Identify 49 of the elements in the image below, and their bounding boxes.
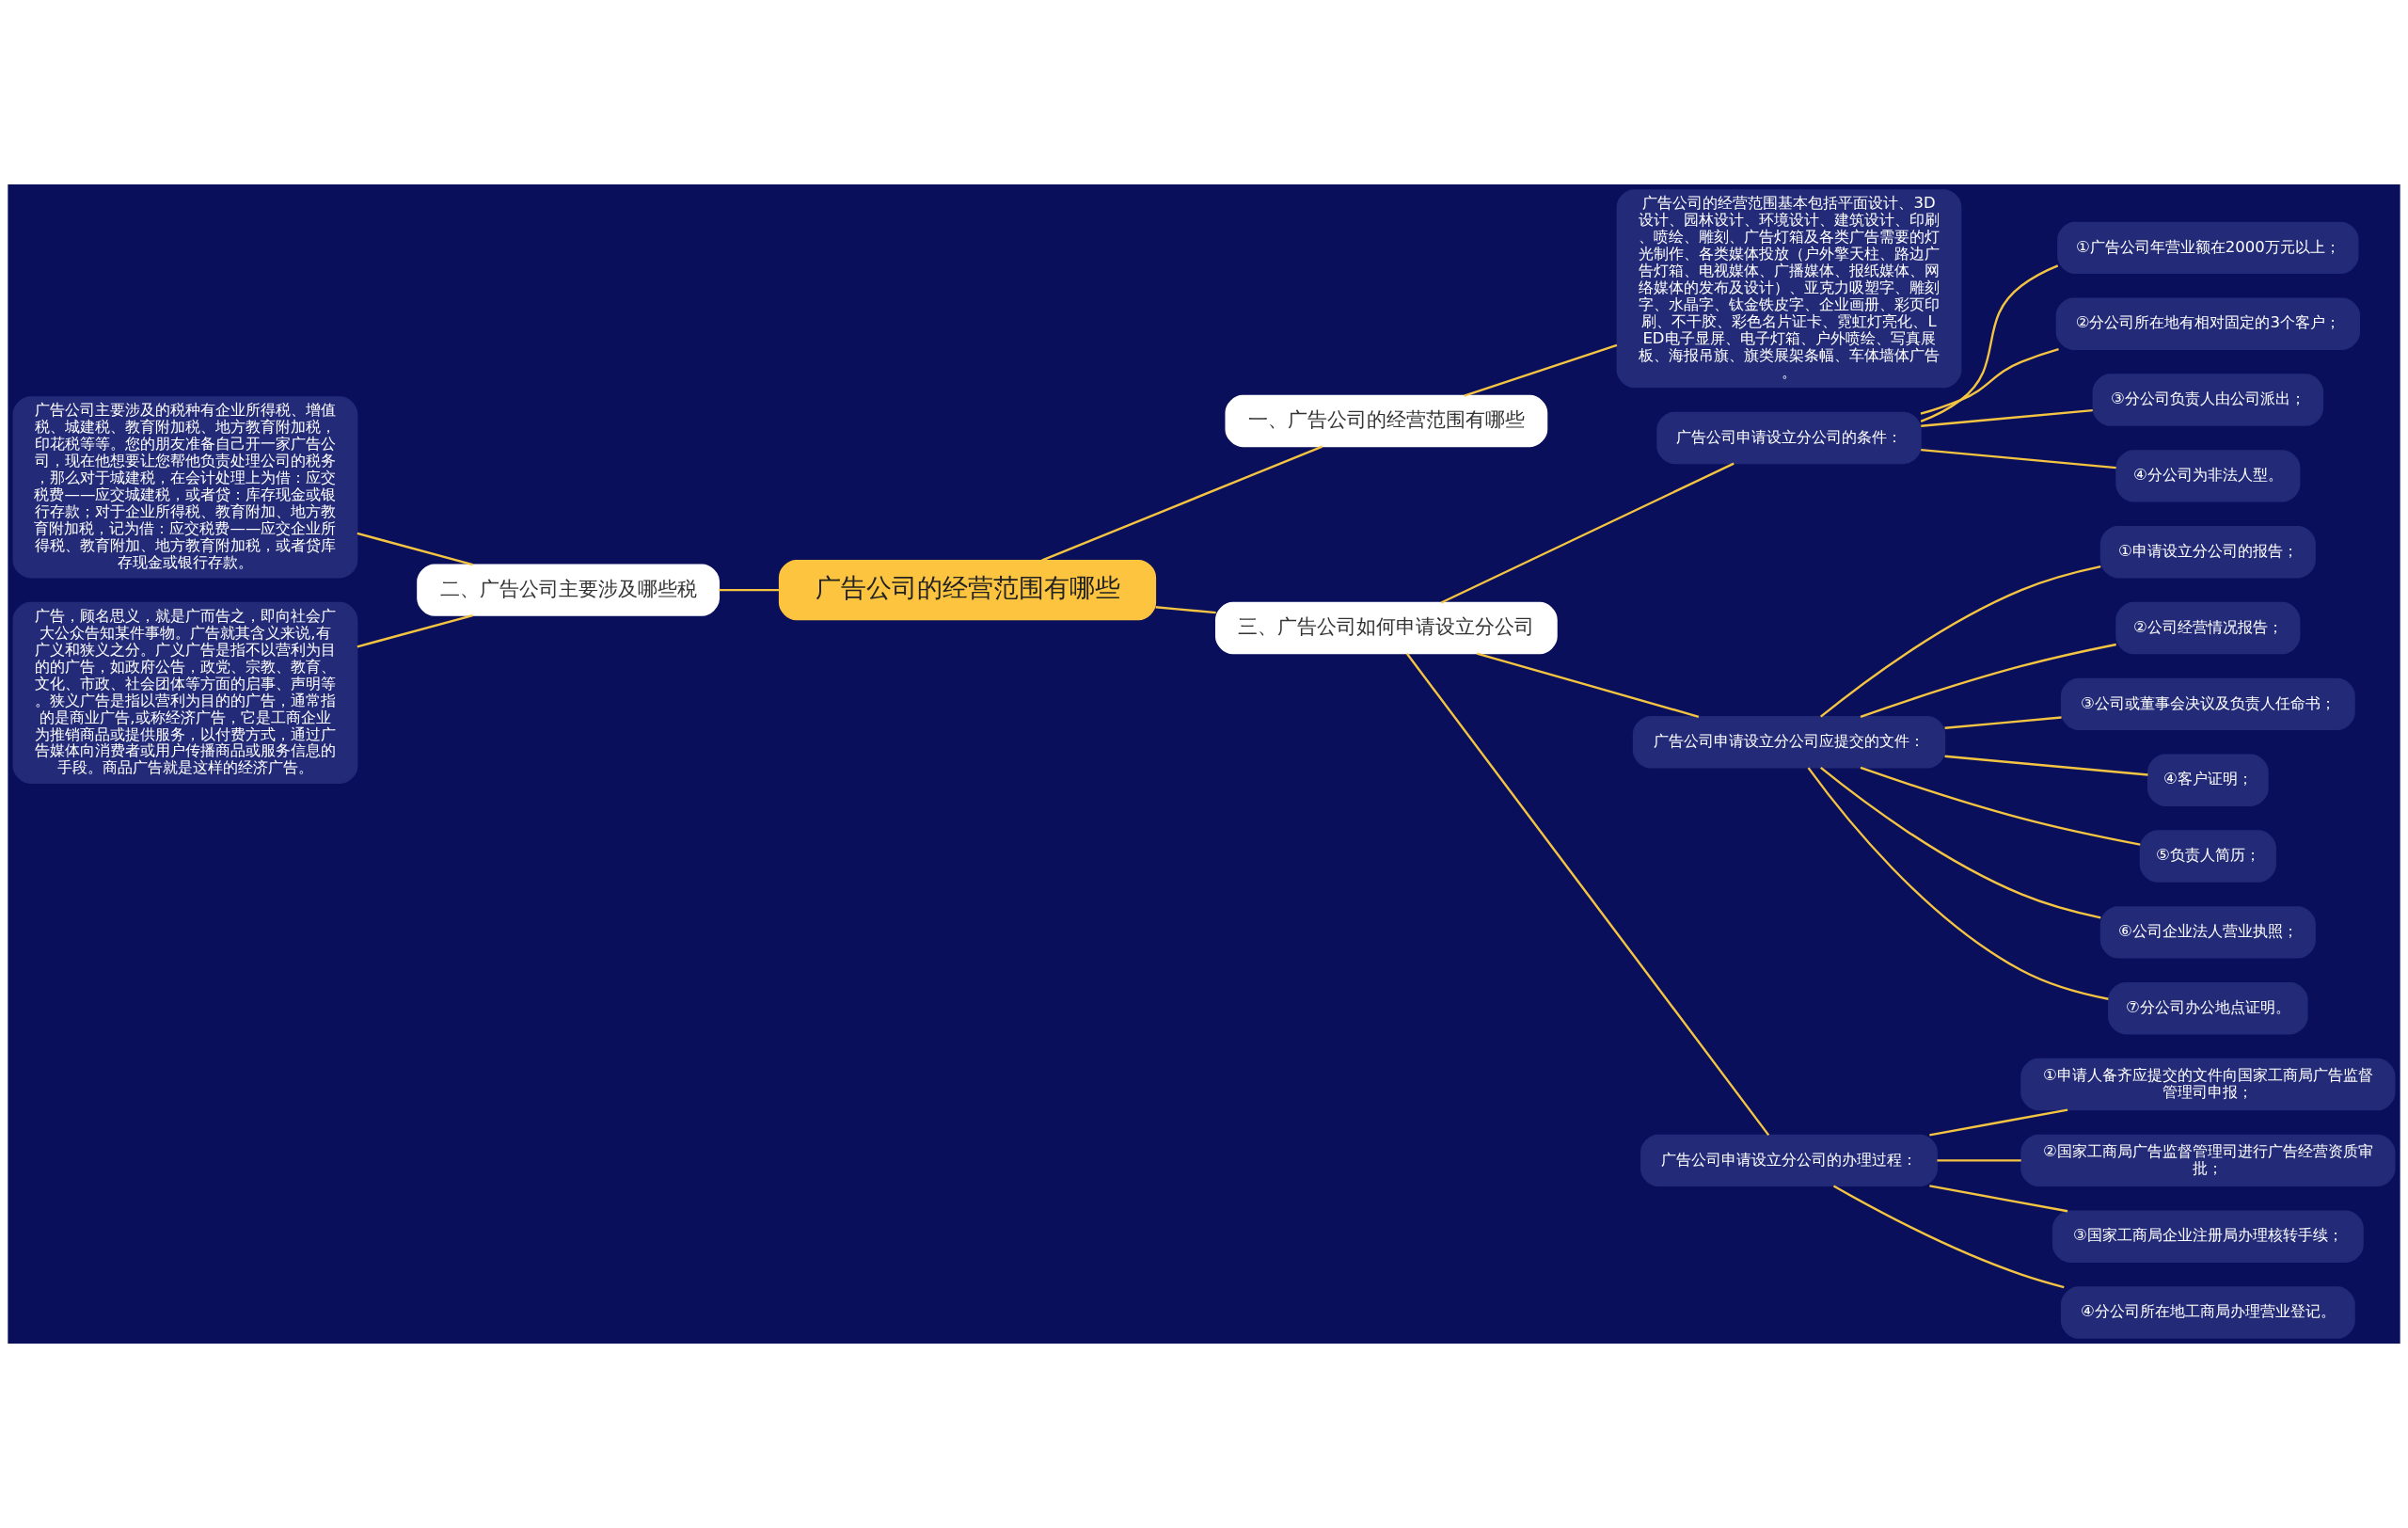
node-box: ⑤负责人简历； xyxy=(2139,830,2276,883)
node-box: ④分公司为非法人型。 xyxy=(2115,450,2301,502)
node-box: ④分公司所在地工商局办理营业登记。 xyxy=(2060,1286,2355,1339)
node-box: ②国家工商局广告监督管理司进行广告经营资质审批； xyxy=(2020,1134,2396,1187)
connector xyxy=(1929,1108,2068,1137)
connector xyxy=(1944,755,2148,776)
node-box: ⑥公司企业法人营业执照； xyxy=(2099,906,2316,959)
connector xyxy=(1920,348,2059,415)
node-box: 广告，顾名思义，就是广而告之，即向社会广大公众告知某件事物。广告就其含义来说,有广义和狭义之分。广义广告是指不以营利为目的的广告，如政府公告，政党、宗教、教育、文化、市政、社会团体等方面的启事、声明等。狭义广告是指以营利为目的的广告，通常指的是商业广告,或称经济广告，它是工商企业为推销商品或提供服务，以付费方式，通过广告媒体向消费者或用户传播商品或服务信息的手段。商品广告就是这样的经济广告。 xyxy=(12,601,358,784)
node-box: 广告公司主要涉及的税种有企业所得税、增值税、城建税、教育附加税、地方教育附加税，印花税等等。您的朋友准备自己开一家广告公司，现在他想要让您帮他负责处理公司的税务，那么对于城建税，在会计处理上为借：应交税费——应交城建税，或者贷：库存现金或银行存款；对于企业所得税、教育附加、地方教育附加税，记为借：应交税费——应交企业所得税、教育附加、地方教育附加税，或者贷库存现金或银行存款。 xyxy=(12,396,358,579)
node-box: 三、广告公司如何申请设立分公司 xyxy=(1214,601,1558,655)
node-box: 广告公司申请设立分公司的条件： xyxy=(1656,411,1922,465)
connector xyxy=(1944,716,2062,729)
connector xyxy=(1041,445,1323,562)
node-box: ③国家工商局企业注册局办理核转手续； xyxy=(2052,1210,2364,1263)
node-box: 二、广告公司主要涉及哪些税 xyxy=(417,564,721,616)
connector xyxy=(1155,606,1216,614)
node-box: 广告公司申请设立分公司的办理过程： xyxy=(1640,1134,1938,1187)
connector xyxy=(719,588,780,592)
connector xyxy=(1929,1185,2068,1213)
node-box: ①申请设立分公司的报告； xyxy=(2099,526,2316,579)
node-box: ①广告公司年营业额在2000万元以上； xyxy=(2057,221,2359,275)
connector xyxy=(1921,408,2093,427)
node-box: ④客户证明； xyxy=(2147,754,2269,806)
node-box: ②分公司所在地有相对固定的3个客户； xyxy=(2055,297,2360,350)
connector xyxy=(1405,653,1770,1137)
connector xyxy=(1476,652,1700,718)
connector xyxy=(1921,448,2116,470)
node-box: 广告公司的经营范围有哪些 xyxy=(778,559,1157,621)
node-box: ①申请人备齐应提交的文件向国家工商局广告监督管理司申报； xyxy=(2020,1058,2396,1111)
node-box: 广告公司申请设立分公司应提交的文件： xyxy=(1632,716,1946,769)
connector xyxy=(1820,767,2101,919)
connector xyxy=(1860,643,2116,718)
node-box: 广告公司的经营范围基本包括平面设计、3D设计、园林设计、环境设计、建筑设计、印刷、喷绘、雕刻、广告灯箱及各类广告需要的灯光制作、各类媒体投放（户外擎天柱、路边广告灯箱、电视媒体、广播媒体、报纸媒体、网络媒体的发布及设计）、亚克力吸塑字、雕刻字、水晶字、钛金铁皮字、企业画册、彩页印刷、不干胶、彩色名片证卡、霓虹灯亮化、LED电子显屏、电子灯箱、户外喷绘、写真展板、海报吊旗、旗类展架条幅、车体墙体广告。 xyxy=(1616,189,1962,389)
connector xyxy=(1920,264,2059,422)
node-box: ⑦分公司办公地点证明。 xyxy=(2108,982,2308,1035)
connector xyxy=(1807,767,2109,1000)
connector xyxy=(1464,343,1618,397)
connector xyxy=(1860,766,2141,846)
node-box: ③公司或董事会决议及负责人任命书； xyxy=(2060,677,2355,731)
node-box: ③分公司负责人由公司派出； xyxy=(2092,374,2324,426)
connector xyxy=(1440,462,1735,604)
connector xyxy=(1937,1159,2021,1162)
connector xyxy=(356,532,473,566)
connector xyxy=(356,614,473,648)
node-box: 一、广告公司的经营范围有哪些 xyxy=(1225,394,1548,448)
connector xyxy=(1832,1185,2065,1289)
node-box: ②公司经营情况报告； xyxy=(2115,601,2301,655)
connector xyxy=(1820,565,2101,718)
